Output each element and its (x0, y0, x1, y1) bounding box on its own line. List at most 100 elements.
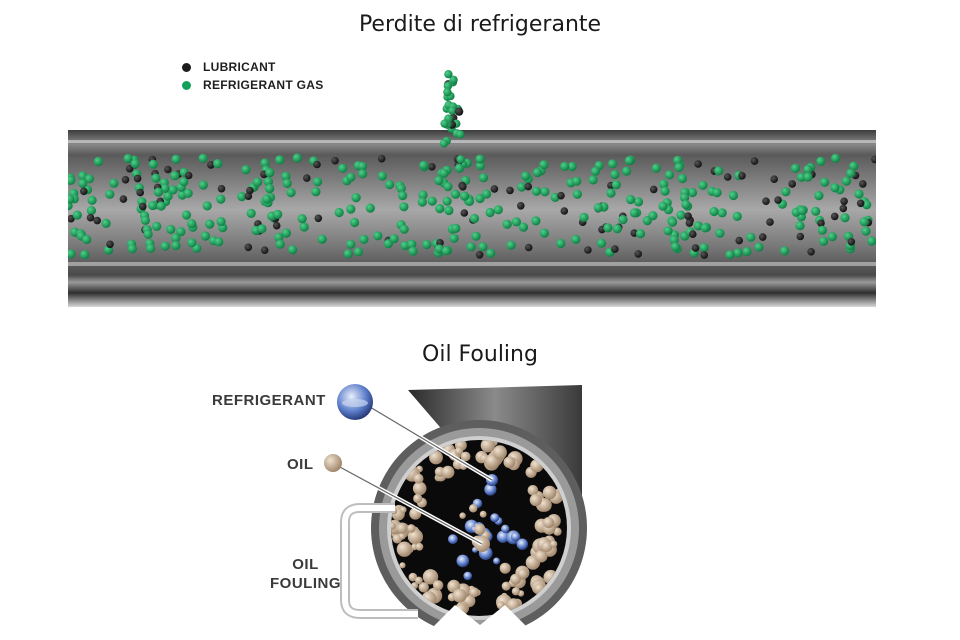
gas-particle (594, 203, 603, 212)
gas-particle (146, 244, 155, 253)
gas-particle (608, 159, 617, 168)
oil-particle (543, 517, 554, 528)
oil-particle (493, 445, 507, 459)
oil-particle (459, 512, 465, 518)
gas-particle (494, 205, 503, 214)
lubricant-particle (807, 248, 815, 256)
lubricant-particle (378, 155, 386, 163)
refrigerant-particle (501, 525, 509, 533)
gas-particle (846, 169, 855, 178)
gas-particle (422, 240, 431, 249)
gas-particle (313, 177, 322, 186)
gas-particle (503, 220, 512, 229)
gas-particle (539, 160, 548, 169)
gas-particle (780, 246, 789, 255)
gas-particle (166, 225, 175, 234)
lubricant-particle (871, 156, 879, 164)
lubricant-particle (80, 188, 88, 196)
gas-particle (560, 162, 569, 171)
lubricant-particle (634, 250, 642, 258)
oil-particle (416, 543, 424, 551)
lubricant-particle (87, 214, 95, 222)
lubricant-particle (476, 251, 484, 259)
gas-particle (660, 187, 669, 196)
gas-particle (443, 88, 451, 96)
oil-particle (469, 504, 477, 512)
gas-particle (199, 180, 208, 189)
lubricant-particle (611, 245, 619, 253)
gas-particle (283, 179, 292, 188)
gas-particle (144, 230, 153, 239)
gas-particle (451, 224, 460, 233)
gas-particle (613, 224, 622, 233)
gas-particle (718, 208, 727, 217)
gas-particle (854, 189, 863, 198)
lubricant-particle (797, 233, 805, 241)
refrigerant-particle (457, 555, 470, 568)
gas-particle (671, 242, 680, 251)
gas-particle (634, 197, 643, 206)
gas-particle (187, 219, 196, 228)
gas-particle (399, 202, 408, 211)
lubricant-particle (859, 180, 867, 188)
gas-particle (795, 221, 804, 230)
gas-particle (241, 165, 250, 174)
gas-particle (318, 235, 327, 244)
lubricant-particle (524, 183, 532, 191)
lubricant-particle (848, 238, 856, 246)
gas-particle (803, 172, 812, 181)
gas-particle (390, 234, 399, 243)
gas-particle (618, 215, 627, 224)
gas-particle (860, 217, 869, 226)
lubricant-particle (788, 180, 796, 188)
gas-particle (507, 241, 516, 250)
label-oil-fouling: OIL FOULING (270, 555, 341, 593)
gas-particle (338, 164, 347, 173)
label-oil-fouling-line1: OIL (270, 555, 341, 574)
gas-particle (630, 208, 639, 217)
gas-particle (172, 155, 181, 164)
lubricant-particle (525, 244, 533, 252)
gas-particle (444, 206, 453, 215)
gas-particle (373, 231, 382, 240)
gas-particle (678, 174, 687, 183)
gas-particle (668, 218, 677, 227)
lubricant-particle (584, 246, 592, 254)
gas-particle (161, 242, 170, 251)
refrigerant-particle (463, 572, 472, 581)
gas-particle (443, 182, 452, 191)
oil-particle (530, 494, 542, 506)
gas-particle (152, 222, 161, 231)
gas-particle (725, 250, 734, 259)
gas-particle (814, 191, 823, 200)
lubricant-particle (857, 200, 865, 208)
refrigerant-particle (493, 558, 500, 565)
oil-particle (414, 474, 424, 484)
gas-particle (709, 207, 718, 216)
gas-particle (589, 175, 598, 184)
lubricant-particle (273, 222, 281, 230)
gas-particle (428, 197, 437, 206)
gas-particle (214, 237, 223, 246)
gas-particle (400, 225, 409, 234)
gas-particle (346, 240, 355, 249)
gas-particle (652, 164, 661, 173)
oil-particle (453, 589, 467, 603)
oil-particle (504, 456, 516, 468)
lubricant-particle (686, 219, 694, 227)
lubricant-particle (461, 209, 469, 217)
gas-particle (273, 210, 282, 219)
oil-particle (550, 541, 557, 548)
gas-particle (182, 210, 191, 219)
gas-particle (816, 157, 825, 166)
oil-particle (400, 506, 407, 513)
gas-particle (141, 216, 150, 225)
gas-particle (80, 250, 89, 259)
gas-particle (354, 247, 363, 256)
gas-particle (797, 206, 806, 215)
lubricant-particle (120, 195, 128, 203)
lubricant-particle (164, 166, 172, 174)
gas-particle (571, 235, 580, 244)
gas-particle (830, 183, 839, 192)
gas-particle (460, 192, 469, 201)
